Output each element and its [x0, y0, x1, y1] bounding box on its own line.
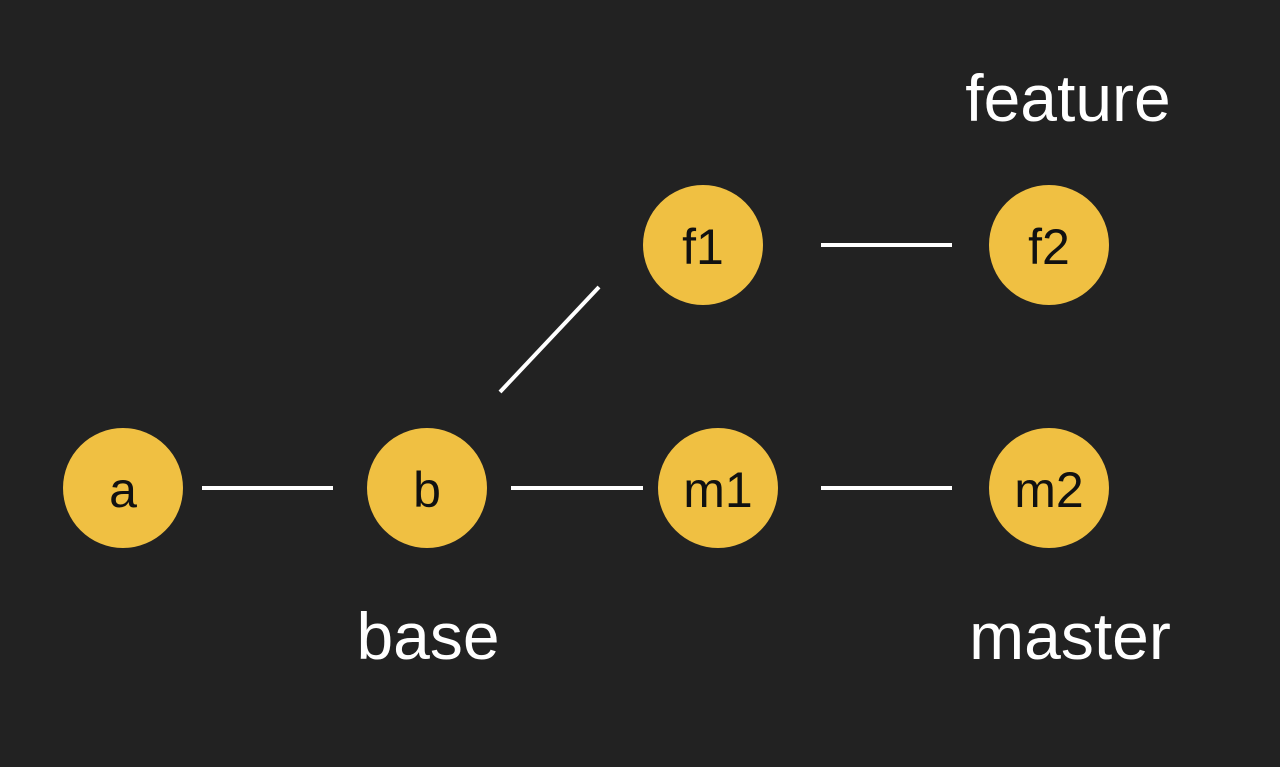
branch-label-feature: feature: [965, 61, 1170, 135]
commit-node-b: b: [367, 428, 487, 548]
commit-node-f1-label: f1: [682, 219, 724, 275]
commit-node-b-label: b: [413, 462, 441, 518]
commit-node-a: a: [63, 428, 183, 548]
commit-node-m2: m2: [989, 428, 1109, 548]
commit-node-f2-circle: [989, 185, 1109, 305]
commit-node-a-circle: [63, 428, 183, 548]
commit-node-f2: f2: [989, 185, 1109, 305]
branch-label-master: master: [969, 599, 1171, 673]
commit-node-f1: f1: [643, 185, 763, 305]
commit-node-m1-circle: [658, 428, 778, 548]
commit-node-m1: m1: [658, 428, 778, 548]
commit-node-f1-circle: [643, 185, 763, 305]
edge-b-f1: [498, 285, 601, 394]
commit-node-b-circle: [367, 428, 487, 548]
commit-node-m2-circle: [989, 428, 1109, 548]
commit-node-a-label: a: [109, 462, 137, 518]
branch-label-base: base: [356, 599, 499, 673]
commit-node-m2-label: m2: [1014, 462, 1083, 518]
commit-node-m1-label: m1: [683, 462, 752, 518]
commit-node-f2-label: f2: [1028, 219, 1070, 275]
